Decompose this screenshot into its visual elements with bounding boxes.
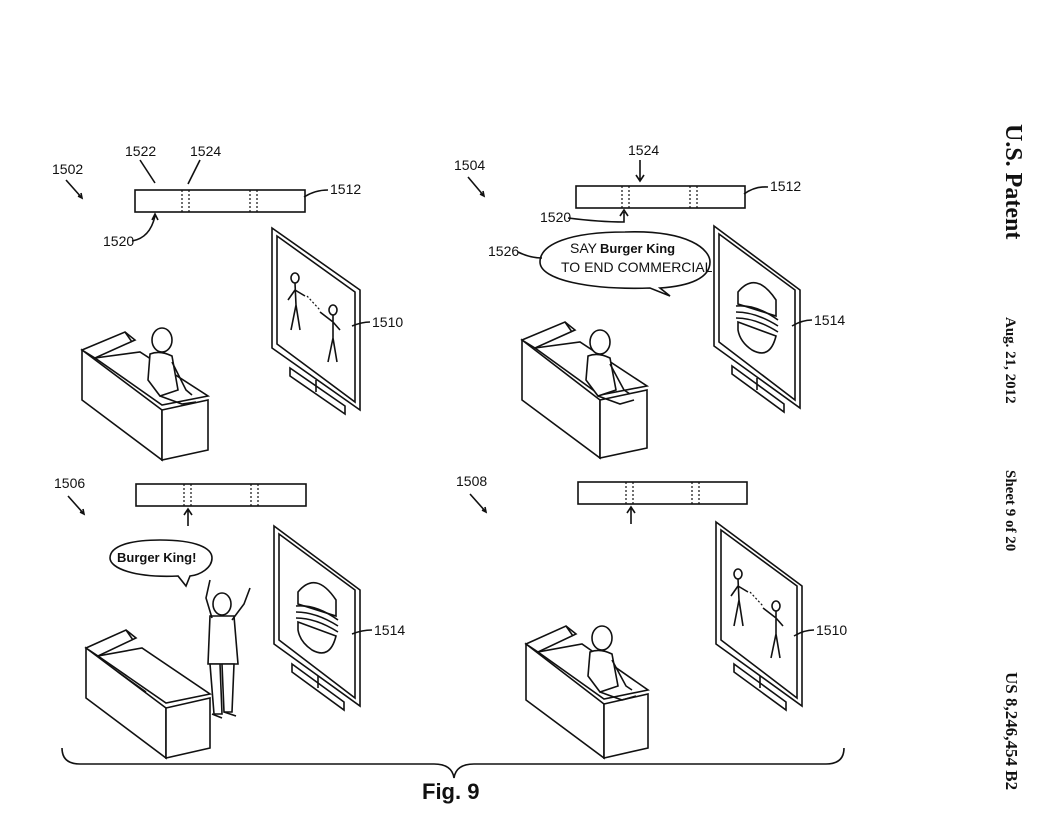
leader-arrowhead (481, 506, 488, 514)
leader-arrowhead (79, 508, 86, 516)
timeline-bar (575, 185, 746, 209)
ref-1526: 1526 (488, 243, 519, 259)
tv (715, 520, 803, 712)
leader-1514 (351, 629, 373, 635)
ref-1502: 1502 (52, 161, 83, 177)
ref-1522: 1522 (125, 143, 156, 159)
leader-1524 (187, 159, 201, 185)
ref-1508: 1508 (456, 473, 487, 489)
tv (271, 226, 361, 416)
ref-1514: 1514 (374, 622, 405, 638)
leader-1522 (139, 159, 156, 184)
header-sheet: Sheet 9 of 20 (1002, 470, 1018, 551)
leader-1502 (65, 179, 83, 199)
screen-figures (287, 272, 341, 363)
bubble-instruction-text: TO END COMMERCIAL (561, 259, 713, 275)
panel-1508: 1508 (456, 473, 847, 760)
burger-image (735, 282, 779, 354)
leader-arrowhead (77, 192, 84, 200)
ref-1520: 1520 (103, 233, 134, 249)
couch (524, 625, 650, 760)
bubble-exclaim-text: Burger King! (117, 550, 196, 565)
leader-1506 (67, 495, 85, 515)
timeline-bar (577, 481, 748, 505)
couch (84, 629, 213, 760)
leader-1510 (793, 629, 815, 637)
timeline-bar (135, 483, 307, 507)
leader-1508 (469, 493, 487, 513)
leader-arrowhead (479, 190, 486, 198)
header-date: Aug. 21, 2012 (1002, 317, 1018, 404)
position-pointer (183, 507, 193, 526)
leader-1512 (303, 189, 329, 198)
leader-1524 (635, 160, 645, 183)
group-brace (61, 747, 845, 779)
speech-bubble: Burger King! (109, 539, 213, 588)
leader-1520 (131, 215, 156, 242)
pointer-arrowhead (151, 212, 159, 221)
seated-person (587, 625, 637, 701)
timeline-bar (134, 189, 306, 213)
figure-caption: Fig. 9 (422, 779, 479, 804)
leader-1512 (743, 186, 769, 195)
leader-1510 (351, 321, 371, 327)
seated-person (147, 327, 197, 405)
leader-1504 (467, 176, 485, 197)
couch (520, 321, 650, 460)
leader-1526 (517, 251, 543, 259)
panel-1502: 1502 1522 1524 1512 1520 (52, 143, 403, 462)
ref-1504: 1504 (454, 157, 485, 173)
ref-1506: 1506 (54, 475, 85, 491)
bubble-brand-text: Burger King (600, 241, 675, 256)
panel-1506: 1506 Burger King! (54, 475, 405, 760)
ref-1512: 1512 (330, 181, 361, 197)
bubble-say-text: SAY (570, 240, 598, 256)
ref-1510: 1510 (372, 314, 403, 330)
panel-1504: 1504 1524 1512 1520 SAY Burger King TO E… (454, 142, 845, 460)
header-patent-number: US 8,246,454 B2 (1002, 672, 1021, 790)
seated-person (585, 329, 635, 405)
position-pointer (626, 505, 636, 524)
tv (273, 524, 361, 712)
burger-image (295, 582, 339, 654)
ref-1510: 1510 (816, 622, 847, 638)
screen-figures (730, 568, 784, 659)
header-office: U.S. Patent (1000, 124, 1026, 239)
ref-1524: 1524 (190, 143, 221, 159)
leader-1514 (791, 319, 813, 327)
ref-1520: 1520 (540, 209, 571, 225)
ref-1514: 1514 (814, 312, 845, 328)
standing-person (205, 579, 251, 719)
ref-1512: 1512 (770, 178, 801, 194)
leader-1520 (567, 208, 629, 223)
patent-header: U.S. Patent Aug. 21, 2012 Sheet 9 of 20 … (1000, 124, 1026, 790)
couch (80, 331, 211, 462)
speech-bubble: SAY Burger King TO END COMMERCIAL (539, 231, 713, 297)
tv (713, 224, 801, 414)
ref-1524: 1524 (628, 142, 659, 158)
